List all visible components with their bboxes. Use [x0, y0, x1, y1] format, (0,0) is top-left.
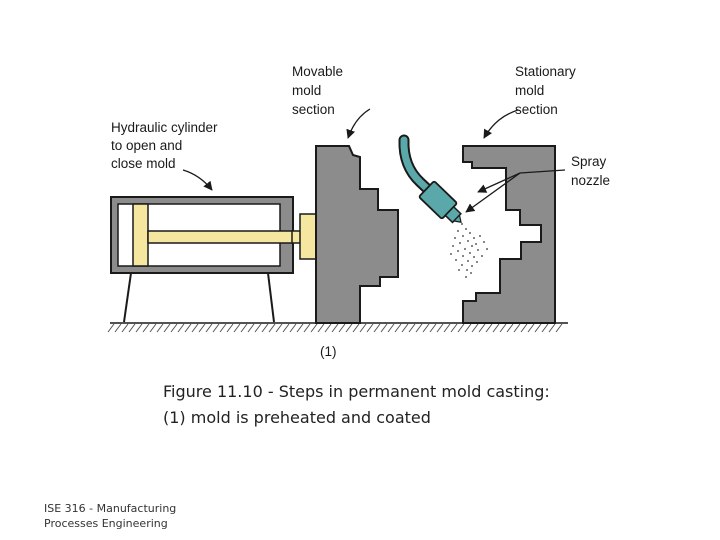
spray-leader-2: [465, 172, 521, 213]
step-label: (1): [320, 344, 337, 359]
label-movable-mold: Movable mold section: [292, 64, 347, 117]
spray-mist: [450, 223, 488, 278]
caption-line-2: (1) mold is preheated and coated: [163, 408, 431, 427]
caption-line-1: Figure 11.10 ‑ Steps in permanent mold c…: [163, 382, 550, 401]
footer-line-1: ISE 316 - Manufacturing: [44, 502, 177, 515]
permanent-mold-diagram: Hydraulic cylinder to open and close mol…: [107, 64, 610, 359]
cylinder-support: [123, 272, 275, 323]
course-footer: ISE 316 - Manufacturing Processes Engine…: [44, 501, 176, 531]
ground: [107, 322, 568, 333]
footer-line-2: Processes Engineering: [44, 517, 168, 530]
movable-leader: [346, 108, 371, 139]
label-hydraulic-cylinder: Hydraulic cylinder to open and close mol…: [111, 120, 221, 171]
stationary-leader: [483, 109, 519, 139]
spray-nozzle: [398, 134, 462, 224]
movable-mold-section: [315, 145, 399, 324]
hydraulic-cylinder: [110, 196, 317, 274]
figure-caption: Figure 11.10 ‑ Steps in permanent mold c…: [163, 379, 550, 431]
label-spray-nozzle: Spray nozzle: [571, 154, 610, 188]
hydraulic-leader: [182, 169, 213, 191]
leader-arrows: [182, 108, 566, 213]
label-stationary-mold: Stationary mold section: [515, 64, 580, 117]
stationary-mold-section: [462, 145, 556, 324]
